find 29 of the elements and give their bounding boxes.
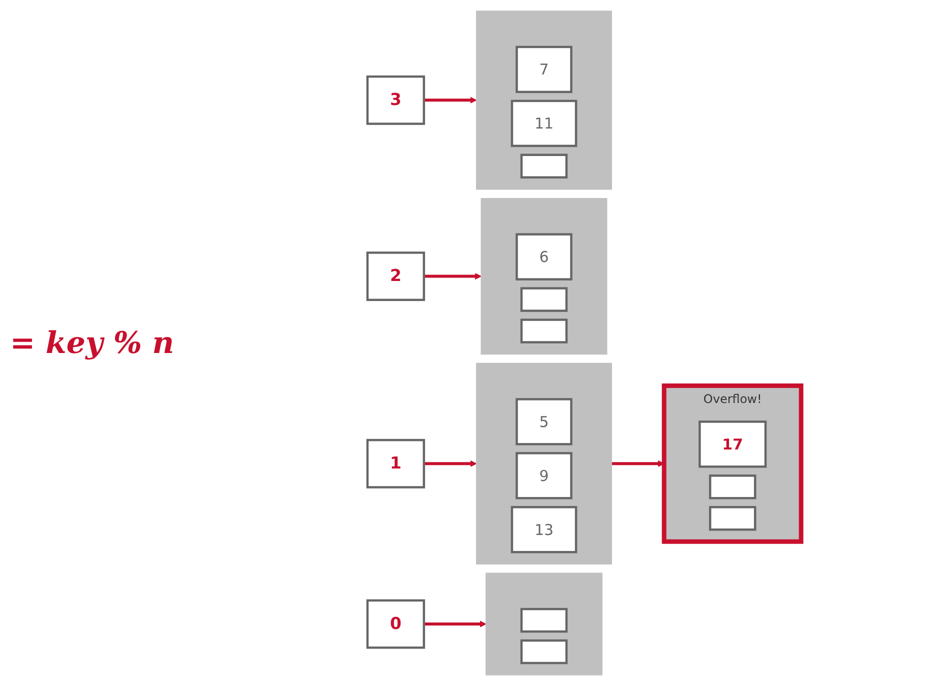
- node-box: [520, 639, 568, 664]
- node-box: 5: [516, 398, 573, 446]
- node-box: [709, 474, 756, 500]
- node-box: [709, 506, 756, 531]
- node-box: 3: [366, 75, 426, 125]
- node-box: 9: [516, 452, 573, 500]
- cluster: [486, 572, 603, 676]
- cluster: [476, 10, 612, 190]
- arrow: [424, 96, 477, 104]
- node-box: 2: [366, 252, 426, 302]
- node-box: [520, 287, 568, 312]
- node-box: 0: [366, 599, 426, 649]
- cluster: [662, 383, 804, 544]
- node-box: 1: [366, 438, 426, 488]
- node-label: Overflow!: [704, 392, 762, 406]
- node-box: 7: [516, 46, 573, 94]
- arrow: [424, 273, 482, 280]
- node-box: 6: [516, 233, 573, 280]
- node-box: [520, 318, 568, 344]
- node-box: [520, 154, 568, 178]
- arrow: [424, 620, 486, 628]
- node-box: 17: [698, 420, 767, 468]
- node-box: 11: [511, 100, 578, 148]
- cluster: [480, 198, 608, 355]
- node-box: [520, 608, 568, 633]
- node-box: 13: [511, 506, 578, 554]
- formula-text: = key % n: [10, 326, 176, 360]
- cluster: [476, 362, 612, 564]
- arrow: [424, 460, 477, 467]
